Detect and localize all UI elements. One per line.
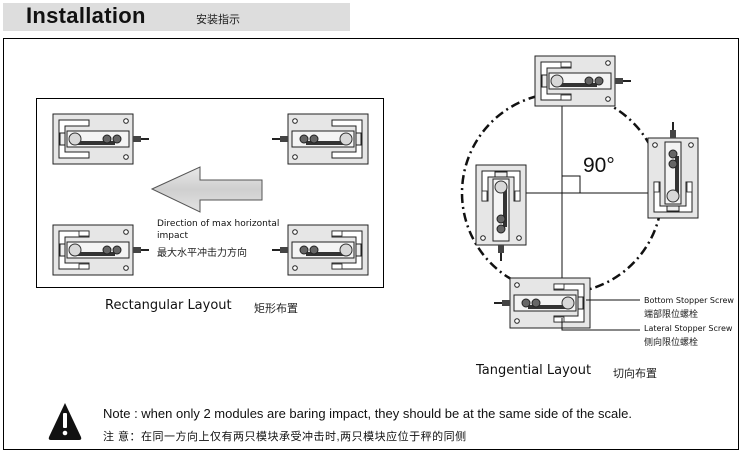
module-top-right xyxy=(271,113,369,165)
bottom-stopper-label: Bottom Stopper Screw xyxy=(644,296,734,305)
angle-label: 90° xyxy=(583,154,615,177)
page-title-cn: 安装指示 xyxy=(196,14,240,26)
lateral-stopper-callout-line xyxy=(561,318,640,331)
header-bar xyxy=(3,3,350,31)
module-bottom-right xyxy=(272,225,368,275)
note-text: Note : when only 2 modules are baring im… xyxy=(103,406,632,421)
main-frame xyxy=(3,38,739,450)
note-text-cn: 注 意：在同一方向上仅有两只模块承受冲击时,两只模块应位于秤的同侧 xyxy=(103,431,467,443)
module-bottom-left xyxy=(53,225,149,275)
lateral-stopper-label-cn: 侧向限位螺栓 xyxy=(644,337,699,347)
arrow-caption-line1: Direction of max horizontal xyxy=(157,219,280,229)
module-right xyxy=(648,122,698,218)
module-top-left xyxy=(52,113,150,165)
module-left xyxy=(476,165,526,261)
warning-icon xyxy=(48,403,82,440)
lateral-stopper-label: Lateral Stopper Screw xyxy=(644,324,733,333)
impact-direction-arrow-icon xyxy=(150,166,263,213)
tangential-layout-label: Tangential Layout xyxy=(476,363,592,378)
right-angle-marker xyxy=(562,175,581,193)
page-title: Installation xyxy=(26,3,146,28)
rectangular-layout-label: Rectangular Layout xyxy=(105,298,232,313)
rectangular-layout-label-cn: 矩形布置 xyxy=(254,303,298,315)
bottom-stopper-label-cn: 端部限位螺栓 xyxy=(644,309,699,319)
arrow-caption-cn: 最大水平冲击力方向 xyxy=(157,248,247,259)
tangential-layout-label-cn: 切向布置 xyxy=(613,368,657,380)
module-top xyxy=(535,56,631,106)
rectangular-layout-frame xyxy=(36,98,384,288)
module-bottom xyxy=(494,278,590,328)
arrow-caption-line2: impact xyxy=(157,231,188,241)
